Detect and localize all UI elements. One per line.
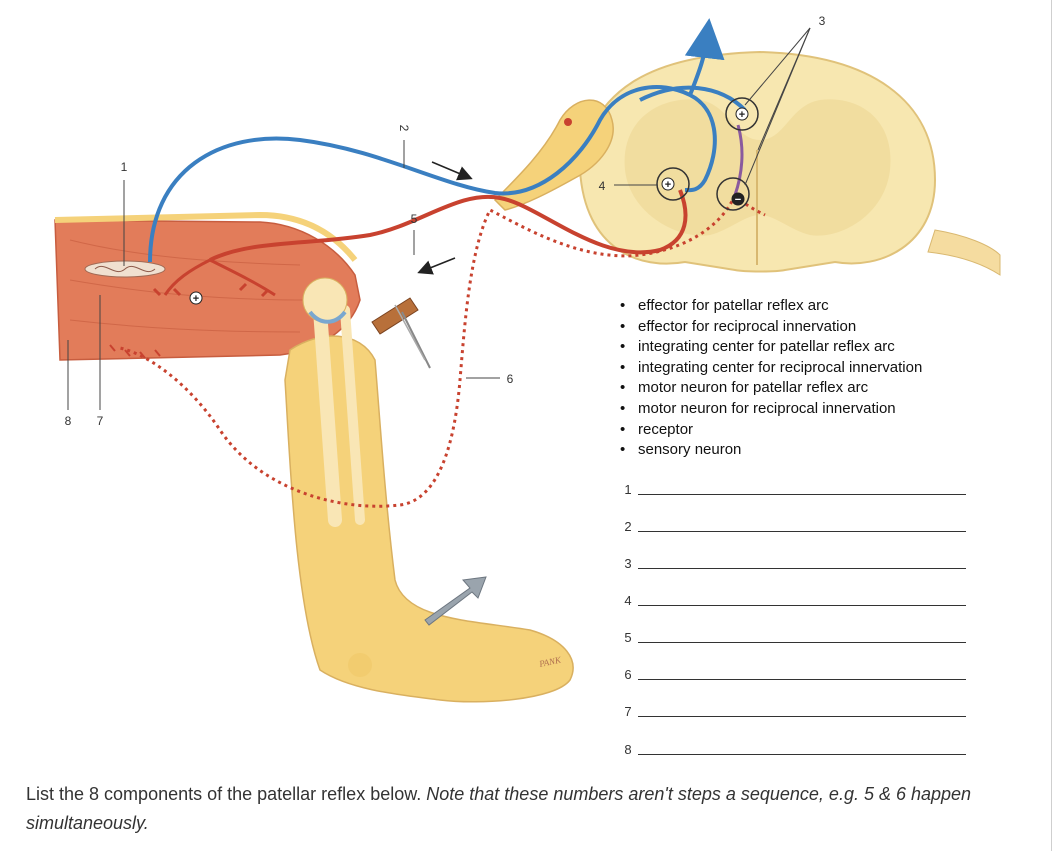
figure-label-2: 2	[397, 125, 411, 132]
component-list: effector for patellar reflex arc effecto…	[620, 296, 922, 461]
leg	[285, 278, 573, 702]
answer-blank-1[interactable]	[638, 494, 966, 495]
answer-number: 3	[620, 556, 636, 571]
answer-blank-4[interactable]	[638, 605, 966, 606]
answer-row: 4	[614, 591, 974, 611]
motor-direction-arrow	[420, 258, 455, 272]
answer-row: 6	[614, 665, 974, 685]
figure-label-7: 7	[97, 414, 104, 428]
svg-text:+: +	[193, 293, 199, 305]
answer-row: 2	[614, 517, 974, 537]
answer-blank-8[interactable]	[638, 754, 966, 755]
sensory-direction-arrow	[432, 162, 470, 178]
svg-text:+: +	[665, 179, 671, 191]
figure-label-3: 3	[819, 14, 826, 28]
answer-number: 8	[620, 742, 636, 757]
list-item: effector for reciprocal innervation	[620, 317, 922, 338]
figure-label-8: 8	[65, 414, 72, 428]
list-item: motor neuron for reciprocal innervation	[620, 399, 922, 420]
answer-number: 1	[620, 482, 636, 497]
list-item: integrating center for reciprocal innerv…	[620, 358, 922, 379]
instruction-plain: List the 8 components of the patellar re…	[26, 784, 426, 804]
answer-blank-7[interactable]	[638, 716, 966, 717]
answer-row: 7	[614, 702, 974, 722]
answer-blank-5[interactable]	[638, 642, 966, 643]
answer-number: 4	[620, 593, 636, 608]
reflex-hammer-icon	[372, 298, 430, 368]
list-item: motor neuron for patellar reflex arc	[620, 378, 922, 399]
svg-text:−: −	[735, 194, 741, 206]
answer-row: 3	[614, 554, 974, 574]
answer-row: 8	[614, 740, 974, 760]
list-item: effector for patellar reflex arc	[620, 296, 922, 317]
answer-number: 6	[620, 667, 636, 682]
instruction-text: List the 8 components of the patellar re…	[26, 780, 1026, 838]
figure-label-6: 6	[507, 372, 514, 386]
answer-number: 2	[620, 519, 636, 534]
svg-text:+: +	[739, 109, 745, 121]
answer-blank-2[interactable]	[638, 531, 966, 532]
answer-number: 7	[620, 704, 636, 719]
figure-label-4: 4	[599, 179, 606, 193]
list-item: receptor	[620, 420, 922, 441]
receptor-spindle	[85, 261, 165, 277]
figure-label-5: 5	[411, 212, 418, 226]
spinal-cord	[580, 52, 1000, 275]
answer-blank-6[interactable]	[638, 679, 966, 680]
movement-arrow-icon	[425, 577, 486, 625]
answer-number: 5	[620, 630, 636, 645]
figure-label-1: 1	[121, 160, 128, 174]
answer-blank-3[interactable]	[638, 568, 966, 569]
list-item: integrating center for patellar reflex a…	[620, 337, 922, 358]
answer-row: 5	[614, 628, 974, 648]
answer-row: 1	[614, 480, 974, 500]
list-item: sensory neuron	[620, 440, 922, 461]
